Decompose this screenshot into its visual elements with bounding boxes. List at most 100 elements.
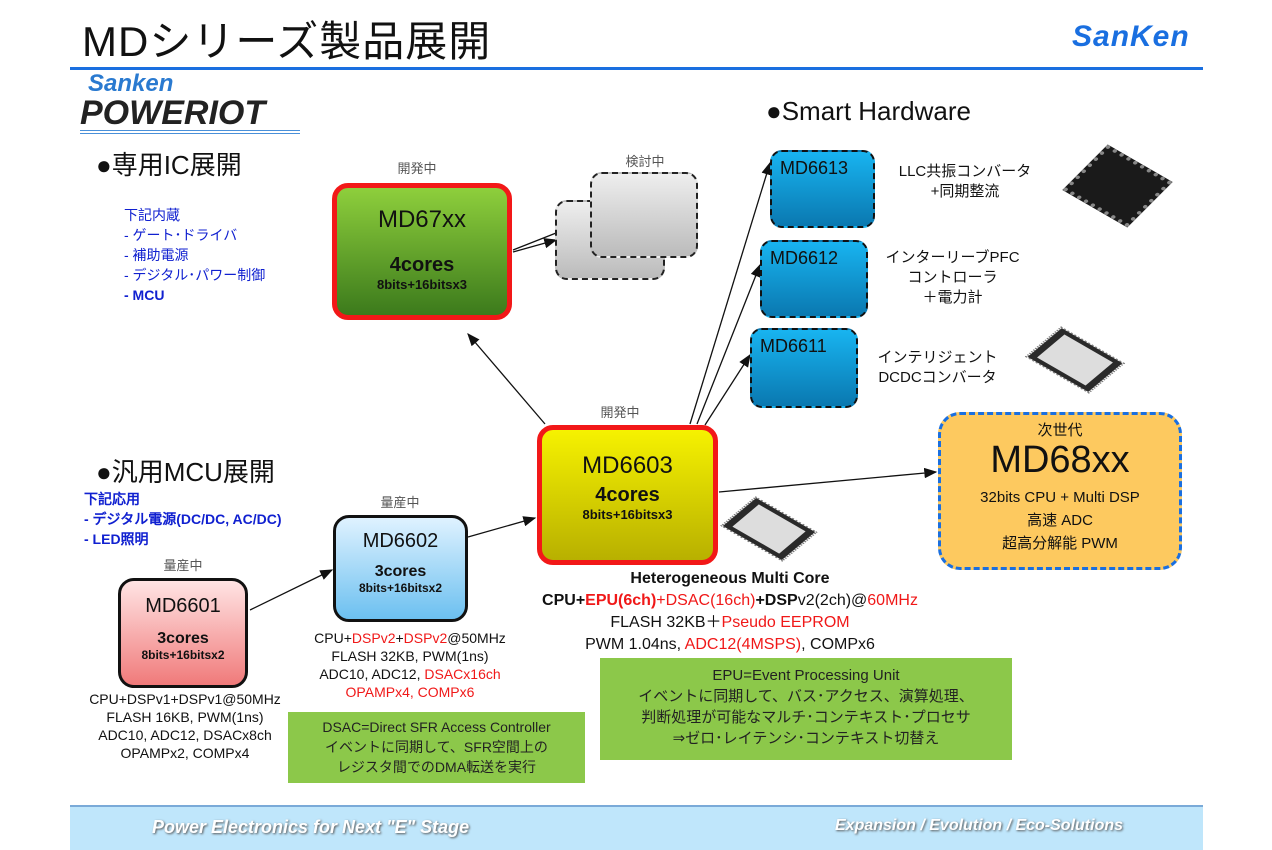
chip-cores: 3cores	[157, 630, 209, 647]
dsac-note: DSAC=Direct SFR Access Controller イベントに同…	[288, 712, 585, 783]
footer-band: Power Electronics for Next "E" Stage Exp…	[70, 805, 1203, 850]
note-line: EPU=Event Processing Unit	[712, 667, 900, 684]
chip-name: MD6603	[582, 452, 673, 479]
spec-line: CPU+DSPv2+DSPv2@50MHz	[290, 629, 530, 647]
spec-line: OPAMPx2, COMPx4	[120, 745, 250, 761]
spec-line: ADC10, ADC12, DSACx8ch	[98, 727, 272, 743]
section-dedicated-ic: ●専用IC展開	[96, 150, 242, 180]
md6611-box: MD6611	[750, 328, 858, 408]
footer-slogan: Power Electronics for Next "E" Stage	[152, 817, 470, 837]
chip-cores: 4cores	[595, 484, 660, 506]
spec-line: PWM 1.04ns, ADC12(4MSPS), COMPx6	[480, 634, 980, 656]
md6603-box: MD6603 4cores 8bits+16bitsx3	[537, 425, 718, 565]
desc-line: ＋電力計	[922, 289, 983, 306]
spec-segment: 60MHz	[867, 592, 918, 609]
chip-name: MD67xx	[377, 206, 467, 233]
spec-line: OPAMPx4, COMPx6	[290, 683, 530, 701]
note-line: 判断処理が可能なマルチ･コンテキスト･プロセサ	[641, 709, 971, 726]
spec-segment: , COMPx6	[801, 636, 875, 653]
spec-segment: PWM 1.04ns,	[585, 636, 685, 653]
md6612-desc: インターリーブPFC コントローラ ＋電力計	[870, 248, 1035, 308]
spec-line: ADC10, ADC12, DSACx16ch	[290, 665, 530, 683]
spec-segment: FLASH 32KB＋	[610, 614, 722, 631]
spec-segment: DSPv2	[351, 630, 396, 646]
chip-name: MD6601	[145, 595, 221, 617]
chip-bits: 8bits+16bitsx2	[358, 581, 443, 595]
desc-line: LLC共振コンバータ	[898, 163, 1032, 180]
list-item: - LED照明	[84, 531, 149, 547]
spec-line: 高速 ADC	[1027, 512, 1093, 529]
spec-segment: DSPv2	[403, 630, 448, 646]
md6603-specs: Heterogeneous Multi Core CPU+EPU(6ch)+DS…	[480, 568, 980, 656]
spec-line: FLASH 32KB＋Pseudo EEPROM	[480, 612, 980, 634]
chip-cores: 3cores	[374, 563, 427, 580]
chip-name: MD68xx	[990, 439, 1130, 481]
spec-line: CPU+DSPv1+DSPv1@50MHz	[89, 691, 281, 707]
logo-bottom: POWERIOT	[80, 96, 300, 134]
spec-line: FLASH 32KB, PWM(1ns)	[290, 647, 530, 665]
spec-segment: DSACx16ch	[424, 666, 501, 682]
desc-line: インターリーブPFC	[885, 249, 1020, 266]
spec-line: 32bits CPU + Multi DSP	[980, 489, 1140, 506]
note-line: イベントに同期して、バス･アクセス、演算処理、	[638, 688, 974, 705]
section-general-mcu: ●汎用MCU展開	[96, 457, 275, 487]
list-item: - 補助電源	[124, 247, 189, 263]
desc-line: DCDCコンバータ	[878, 369, 997, 386]
chip-bits: 8bits+16bitsx3	[377, 277, 467, 292]
ghost-box-front	[590, 172, 698, 258]
spec-segment: EPU(6ch)	[585, 592, 657, 609]
desc-line: インテリジェント	[877, 349, 998, 366]
chip-name: MD6602	[362, 530, 439, 552]
spec-segment: CPU+	[314, 630, 352, 646]
spec-heading: Heterogeneous Multi Core	[630, 570, 830, 587]
logo-top: Sanken	[88, 70, 174, 97]
md6613-box: MD6613	[770, 150, 875, 228]
spec-segment: OPAMPx4, COMPx6	[345, 684, 475, 700]
section-smart-hardware: ●Smart Hardware	[766, 96, 971, 126]
md6601-box: MD6601 3cores 8bits+16bitsx2	[118, 578, 248, 688]
epu-note: EPU=Event Processing Unit イベントに同期して、バス･ア…	[600, 658, 1012, 760]
spec-segment: CPU+	[542, 592, 586, 609]
dedicated-list: 下記内蔵 - ゲート･ドライバ - 補助電源 - デジタル･パワー制御 - MC…	[124, 205, 265, 305]
md68xx-box: 次世代 MD68xx 32bits CPU + Multi DSP 高速 ADC…	[938, 412, 1182, 570]
spec-segment: ADC10, ADC12,	[319, 666, 425, 682]
list-item: - デジタル電源(DC/DC, AC/DC)	[84, 511, 282, 527]
note-line: DSAC=Direct SFR Access Controller	[322, 719, 551, 735]
title-divider	[70, 67, 1203, 70]
spec-segment: v2(2ch)@	[797, 592, 868, 609]
next-gen-tag: 次世代	[1037, 422, 1083, 439]
md67xx-box: MD67xx 4cores 8bits+16bitsx3	[332, 183, 512, 320]
md67xx-status: 開発中	[397, 161, 437, 176]
md6612-box: MD6612	[760, 240, 868, 318]
list-item: 下記内蔵	[124, 207, 180, 223]
desc-line: コントローラ	[907, 269, 998, 286]
spec-segment: Pseudo EEPROM	[721, 614, 850, 631]
note-line: イベントに同期して、SFR空間上の	[325, 739, 548, 755]
md6601-status: 量産中	[163, 558, 203, 573]
spec-segment: +DSP	[755, 592, 798, 609]
md6601-specs: CPU+DSPv1+DSPv1@50MHz FLASH 16KB, PWM(1n…	[70, 690, 300, 762]
md6611-desc: インテリジェント DCDCコンバータ	[865, 348, 1010, 388]
spec-segment: ADC12(4MSPS)	[684, 636, 802, 653]
md6613-desc: LLC共振コンバータ +同期整流	[880, 162, 1050, 202]
md6602-status: 量産中	[380, 495, 420, 510]
general-list: 下記応用 - デジタル電源(DC/DC, AC/DC) - LED照明	[84, 489, 282, 549]
list-item: - デジタル･パワー制御	[124, 267, 266, 283]
list-item: 下記応用	[84, 491, 140, 507]
spec-segment: +	[395, 630, 404, 646]
md6603-status: 開発中	[600, 405, 640, 420]
ghost-status: 検討中	[625, 154, 665, 169]
note-line: ⇒ゼロ･レイテンシ･コンテキスト切替え	[672, 730, 940, 747]
spec-segment: @50MHz	[447, 630, 506, 646]
page-title: MDシリーズ製品展開	[82, 18, 492, 65]
spec-line: FLASH 16KB, PWM(1ns)	[106, 709, 264, 725]
chip-bits: 8bits+16bitsx2	[141, 648, 225, 662]
spec-segment: +DSAC(16ch)	[656, 592, 756, 609]
chip-bits: 8bits+16bitsx3	[582, 507, 673, 522]
spec-line: 超高分解能 PWM	[1002, 535, 1118, 552]
power-iot-logo: Sanken POWERIOT	[80, 72, 300, 134]
chip-cores: 4cores	[389, 254, 455, 276]
md6602-specs: CPU+DSPv2+DSPv2@50MHz FLASH 32KB, PWM(1n…	[290, 629, 530, 701]
desc-line: +同期整流	[930, 183, 1000, 200]
spec-line: CPU+EPU(6ch)+DSAC(16ch)+DSPv2(2ch)@60MHz	[480, 590, 980, 612]
